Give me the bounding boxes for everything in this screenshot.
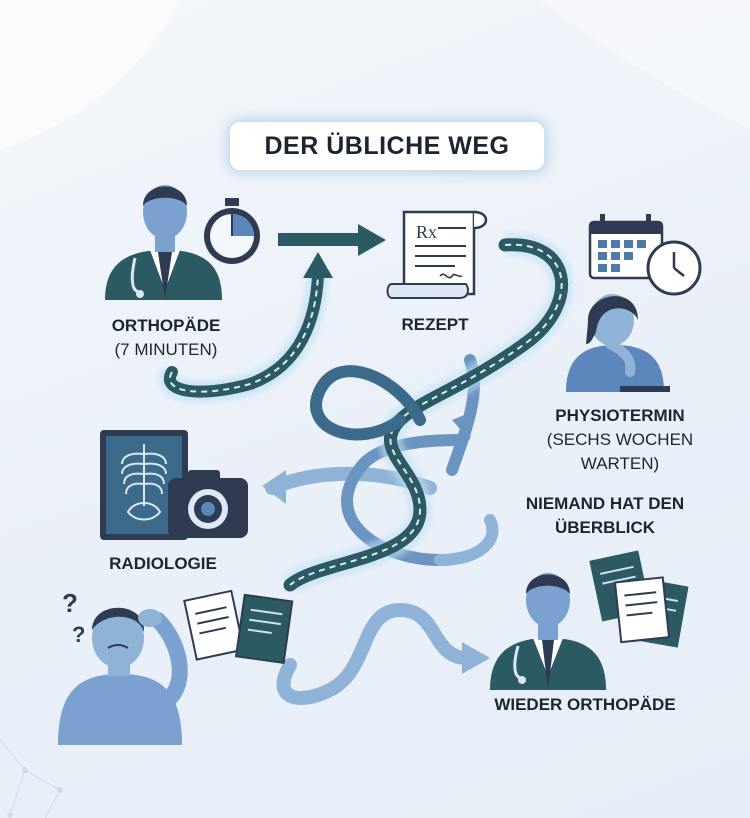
step-label-physio: PHYSIOTERMIN (SECHS WOCHEN WARTEN) [530,404,710,476]
path-to-wieder [276,602,490,705]
step-title: REZEPT [401,315,469,334]
documents-stack-icon [589,550,689,648]
step-subtitle: (7 MINUTEN) [114,340,218,359]
calendar-icon [588,214,664,280]
callout-line: NIEMAND HAT DEN [525,494,685,513]
clock-icon [646,240,702,296]
question-mark: ? [72,622,85,647]
doctor-icon [490,573,606,690]
step-subtitle: WARTEN) [580,454,660,473]
callout-overview: NIEMAND HAT DEN ÜBERBLICK [500,492,710,540]
step-title: RADIOLOGIE [109,554,217,573]
step-label-radiologie: RADIOLOGIE [88,552,238,576]
arrow-to-rezept [278,224,386,256]
step-label-wieder: WIEDER ORTHOPÄDE [472,693,698,717]
path-tangle [282,232,574,595]
doctor-icon [105,185,222,300]
question-mark: ? [62,588,78,618]
step-title: ORTHOPÄDE [111,316,221,335]
rx-symbol: Rx [416,222,437,242]
background-shape [540,0,750,130]
path-ortho-up [159,252,333,403]
confused-patient-icon [58,607,188,745]
step-subtitle: (SECHS WOCHEN [546,430,694,449]
page-title: DER ÜBLICHE WEG [264,131,510,160]
step-label-orthopaede: ORTHOPÄDE (7 MINUTEN) [96,314,236,362]
step-title: WIEDER ORTHOPÄDE [494,695,676,714]
stopwatch-icon [204,198,260,264]
waiting-patient-icon [566,294,670,392]
background-shape [0,0,180,150]
network-decoration [0,739,63,818]
documents-icon [183,589,294,665]
callout-line: ÜBERBLICK [554,518,656,537]
step-label-rezept: REZEPT [380,313,490,337]
title-box: DER ÜBLICHE WEG [228,120,546,172]
camera-icon [168,470,248,538]
prescription-icon [386,210,488,299]
step-title: PHYSIOTERMIN [555,406,685,425]
